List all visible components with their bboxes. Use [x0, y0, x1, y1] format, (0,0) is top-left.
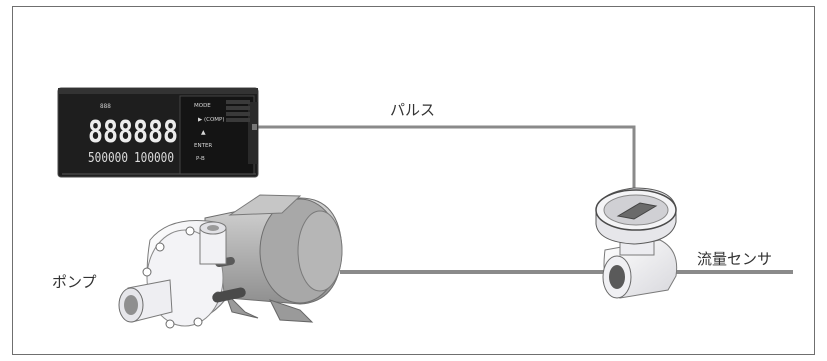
preset-button-label: P-B [196, 156, 205, 162]
pump-label: ポンプ [52, 273, 97, 291]
up-button-label: ▲ [201, 129, 206, 136]
enter-button-label: ENTER [194, 143, 212, 149]
counter-device: 888 888888 500000 100000 MODE ▶ (COMP) ▲… [57, 87, 259, 178]
comp-button-label: ▶ (COMP) [198, 117, 225, 123]
pulse-signal-line [256, 125, 636, 199]
pulse-label: パルス [390, 101, 436, 119]
flow-sensor-label: 流量センサ [697, 250, 773, 268]
mode-button-label: MODE [194, 103, 211, 109]
counter-sub-display-left: 500000 [88, 151, 128, 166]
counter-small-display: 888 [100, 103, 111, 110]
flow-sensor-illustration [595, 187, 678, 299]
counter-main-display: 888888 [88, 115, 178, 150]
counter-sub-display-right: 100000 [134, 151, 174, 166]
pump-illustration [118, 194, 343, 329]
